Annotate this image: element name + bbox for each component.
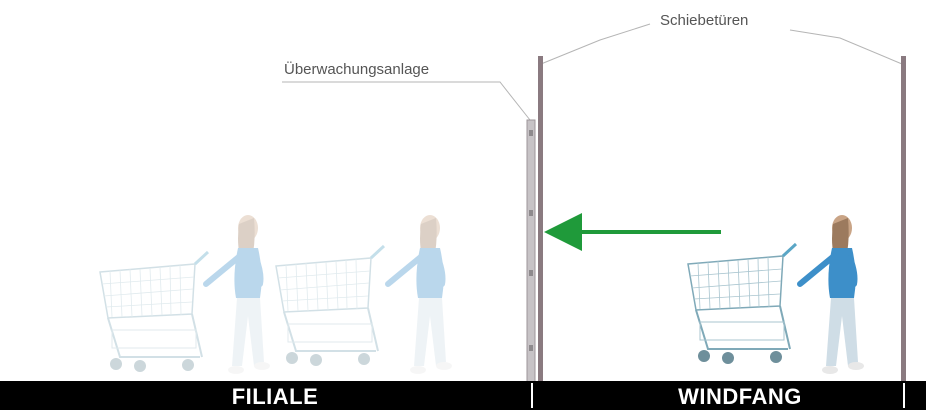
shopper-with-cart-icon-1	[100, 215, 270, 374]
sliding-doors-leader-line	[541, 24, 650, 64]
surveillance-antenna	[527, 120, 535, 382]
sliding-door-post-left	[538, 56, 543, 382]
zone-label-store: FILIALE	[200, 381, 350, 410]
zone-label-vestibule: WINDFANG	[640, 381, 840, 410]
sliding-doors-label: Schiebetüren	[660, 12, 748, 29]
surveillance-leader-line	[282, 82, 530, 120]
zone-divider-right	[903, 383, 905, 408]
surveillance-system-label: Überwachungsanlage	[284, 61, 429, 78]
shopper-with-cart-icon-2	[276, 215, 452, 374]
left-arrow-icon	[544, 213, 721, 251]
shopper-with-cart-icon-3	[688, 215, 864, 374]
sliding-door-post-right	[901, 56, 906, 382]
zone-divider	[531, 383, 533, 408]
sliding-doors-leader-line-right	[790, 30, 902, 64]
